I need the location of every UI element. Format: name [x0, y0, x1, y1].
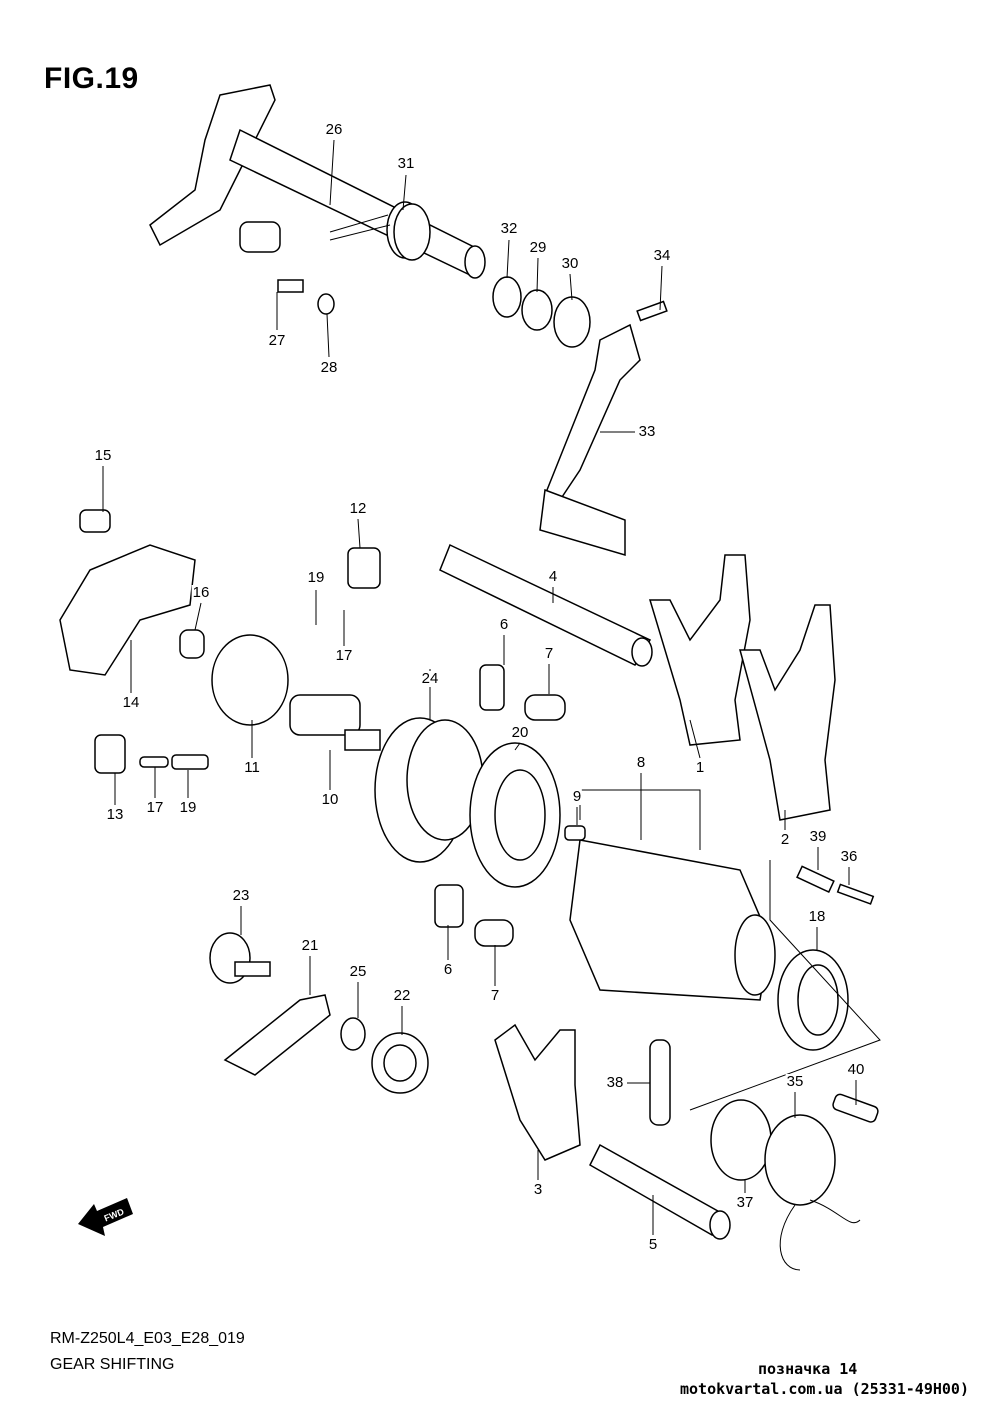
part-oil-seal-30 — [553, 296, 591, 348]
part-pin-36 — [836, 883, 875, 905]
part-stopper-6b — [434, 884, 464, 928]
part-pin-9 — [564, 825, 586, 841]
part-bolt-34 — [636, 300, 668, 322]
callout-number: 32 — [499, 220, 519, 237]
part-stopper-arm-21 — [223, 994, 331, 1076]
part-fork-1 — [648, 554, 751, 746]
figure-title: FIG.19 — [44, 62, 139, 95]
callout-number: 31 — [396, 155, 416, 172]
part-plate-14 — [59, 544, 196, 676]
callout-number: 13 — [105, 806, 125, 823]
callout-number: 5 — [647, 1236, 659, 1253]
callout-number: 19 — [306, 569, 326, 586]
callout-number: 24 — [420, 670, 440, 687]
part-washer-25 — [340, 1017, 366, 1051]
fwd-arrow-icon: FWD — [78, 1198, 133, 1236]
callout-number: 40 — [846, 1061, 866, 1078]
callout-number: 7 — [489, 987, 501, 1004]
callout-number: 8 — [635, 754, 647, 771]
watermark-line-1: позначка 14 — [758, 1360, 858, 1378]
callout-number: 6 — [498, 616, 510, 633]
callout-number: 37 — [735, 1194, 755, 1211]
callout-number: 35 — [785, 1073, 805, 1090]
callout-number: 11 — [243, 759, 261, 776]
callout-number: 20 — [510, 724, 530, 741]
callout-number: 2 — [779, 831, 791, 848]
part-fork-3 — [494, 1023, 581, 1161]
part-pawl-lifter-11 — [211, 634, 289, 726]
callout-number: 22 — [392, 987, 412, 1004]
callout-number: 6 — [442, 961, 454, 978]
part-bolt-7 — [524, 694, 566, 721]
callout-number: 33 — [637, 423, 657, 440]
callout-number: 25 — [348, 963, 368, 980]
callout-number: 12 — [348, 500, 368, 517]
callout-number: 26 — [324, 121, 344, 138]
callout-number: 30 — [560, 255, 580, 272]
diagram-code: RM-Z250L4_E03_E28_019 — [50, 1330, 245, 1347]
part-spring-39 — [796, 865, 835, 894]
callout-number: 10 — [320, 791, 340, 808]
part-circlip-32 — [492, 276, 522, 318]
part-spring-22 — [371, 1032, 429, 1094]
part-screw-15 — [79, 509, 111, 533]
callout-number: 3 — [532, 1181, 544, 1198]
part-bolt-7b — [474, 919, 514, 947]
part-pawl-13 — [94, 734, 126, 774]
part-guide-38 — [649, 1039, 671, 1126]
callout-number: 34 — [652, 247, 672, 264]
part-bearing-18 — [777, 949, 849, 1051]
callout-number: 14 — [121, 694, 141, 711]
callout-number: 16 — [191, 584, 211, 601]
callout-number: 1 — [694, 759, 706, 776]
part-spring-31 — [329, 201, 431, 261]
part-16 — [179, 629, 205, 659]
callout-number: 29 — [528, 239, 548, 256]
part-o-ring-37 — [710, 1099, 772, 1181]
callout-number: 36 — [839, 848, 859, 865]
callout-number: 27 — [267, 332, 287, 349]
part-spring-19 — [171, 754, 209, 770]
part-bolt-40 — [832, 1093, 879, 1123]
callout-number: 18 — [807, 908, 827, 925]
part-stopper-6 — [479, 664, 505, 711]
part-washer-29 — [521, 289, 553, 331]
callout-number: 15 — [93, 447, 113, 464]
callout-number: 23 — [231, 887, 251, 904]
part-bolt-10 — [289, 694, 381, 751]
callout-number: 17 — [334, 647, 354, 664]
callout-number: 17 — [145, 799, 165, 816]
callout-number: 38 — [605, 1074, 625, 1091]
callout-number: 9 — [571, 788, 583, 805]
part-shift-shaft — [149, 84, 486, 279]
part-shift-lever-33 — [539, 323, 641, 557]
part-shaft-5 — [589, 1143, 731, 1240]
callout-number: 4 — [547, 568, 559, 585]
callout-number: 39 — [808, 828, 828, 845]
part-shaft-4 — [439, 543, 653, 667]
part-washer-28 — [317, 293, 335, 315]
callout-number: 19 — [178, 799, 198, 816]
part-bearing-20 — [469, 742, 561, 888]
watermark-line-2: motokvartal.com.ua (25331-49H00) — [680, 1380, 969, 1398]
part-bolt-23 — [209, 932, 271, 984]
part-pawl-12 — [347, 547, 381, 589]
part-gearshift-cam-8 — [569, 839, 776, 1001]
diagram-caption: GEAR SHIFTING — [50, 1356, 175, 1373]
callout-number: 7 — [543, 645, 555, 662]
part-sensor-35 — [764, 1114, 861, 1271]
part-fork-2 — [739, 604, 836, 821]
part-cam-24 — [374, 717, 484, 863]
callout-number: 28 — [319, 359, 339, 376]
part-pin-17 — [139, 756, 169, 768]
callout-number: 21 — [300, 937, 320, 954]
part-bolt-27 — [239, 221, 304, 293]
